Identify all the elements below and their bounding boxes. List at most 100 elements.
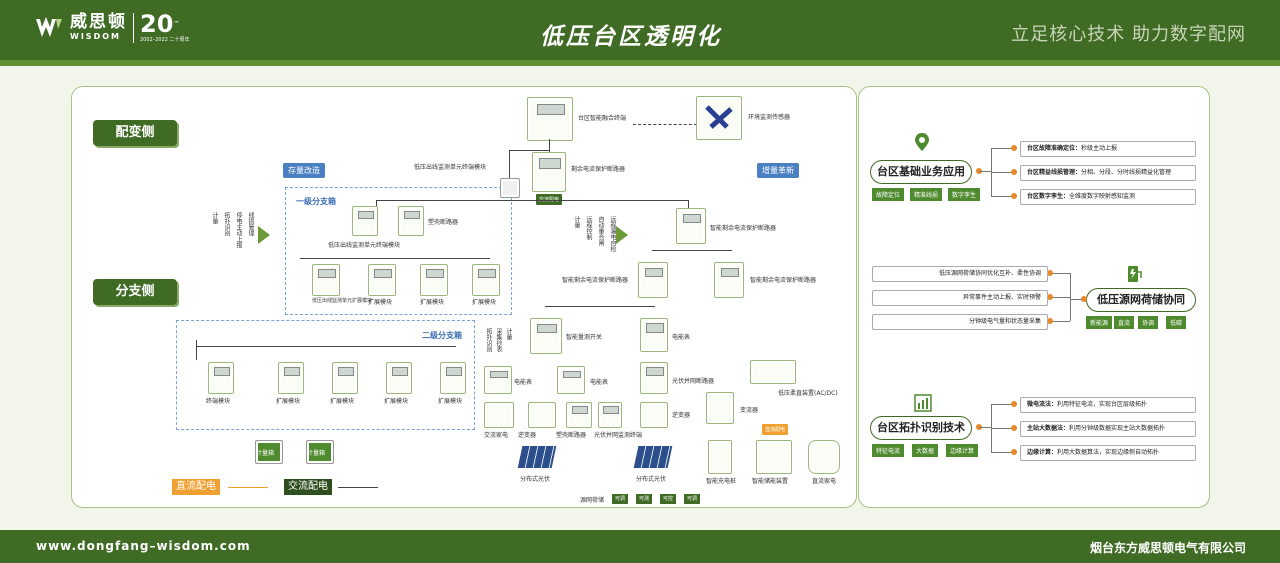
- connector-dot: [1011, 193, 1017, 199]
- sec1-chip: 数字孪生: [948, 188, 981, 201]
- header-stripe: [0, 60, 1280, 66]
- header-bar: 威思顿 WISDOM 20™ 2002–2022 二十周年 低压台区透明化 立足…: [0, 0, 1280, 66]
- page-title: 低压台区透明化: [540, 24, 722, 50]
- link-line: [1050, 297, 1070, 298]
- expand-module: [440, 362, 466, 394]
- converter-device: [706, 392, 734, 424]
- connector-dot: [1081, 296, 1087, 302]
- meterbox: [255, 440, 283, 464]
- sec3-chip: 大数据: [912, 444, 939, 457]
- connector-dot: [1011, 169, 1017, 175]
- pv-label: 分布式光伏: [520, 476, 551, 483]
- sec2-item: 异常事件主动上报、实时预警: [872, 290, 1048, 306]
- sec1-item: 台区数字孪生：全维度数字映射感知监测: [1020, 189, 1196, 205]
- terminal-module: [208, 362, 234, 394]
- outlet-expand-module: [312, 264, 340, 296]
- level1-branch-box: [285, 187, 512, 315]
- fusion-terminal: [527, 97, 573, 141]
- pv-monitor-terminal: [598, 402, 622, 428]
- terminal-module-label: 终端模块: [206, 398, 231, 405]
- expand-module: [386, 362, 412, 394]
- link-line: [991, 404, 1013, 405]
- ac-appliance: [484, 402, 514, 428]
- level1-breaker: [398, 206, 424, 236]
- func-text-3: 停电主动上报: [235, 212, 242, 248]
- tag-stock-retrofit: 存量改造: [283, 163, 325, 178]
- func-text-mid-4: 远程漏电自检: [609, 216, 616, 252]
- pv-breaker: [640, 362, 668, 394]
- smart-switch: [530, 318, 562, 354]
- logo-cn: 威思顿: [70, 12, 127, 32]
- smart-residual-breaker-left: [638, 262, 668, 298]
- link-line: [991, 452, 1013, 453]
- inverter-label: 逆变器: [518, 432, 537, 439]
- smart-charger-label: 智能充电桩: [706, 478, 737, 485]
- sec1-item-text: 全维度数字映射感知监测: [1069, 193, 1136, 200]
- sec3-item-head: 边缘计算：: [1027, 449, 1058, 456]
- inverter-label-2: 逆变器: [672, 412, 691, 419]
- sched-tag: 可调: [612, 494, 628, 504]
- smart-switch-label: 智能量测开关: [566, 334, 603, 341]
- sec2-item: 低压源网荷储协同优化互补、柔性协调: [872, 266, 1048, 282]
- sec2-chip: 协调: [1138, 316, 1159, 329]
- sec1-item-text: 分相、分段、分时线损精益化管理: [1081, 169, 1172, 176]
- expand-label: 扩展模块: [276, 398, 301, 405]
- ac-appliance-label: 交流家电: [484, 432, 509, 439]
- outlet-small-label: 低压出线监测单元扩展模块: [312, 298, 373, 304]
- storage-device: [756, 440, 792, 474]
- slogan: 立足核心技术 助力数字配网: [1011, 24, 1246, 45]
- link-line: [545, 306, 655, 307]
- expand-module: [420, 264, 448, 296]
- sec1-item-head: 台区数字孪生：: [1027, 193, 1070, 200]
- link-line: [1070, 299, 1082, 300]
- func-text-4: 线损管理: [247, 212, 254, 236]
- arrow-right-icon: [616, 226, 628, 244]
- sched-tag: 可调: [684, 494, 700, 504]
- level1-bus: [300, 258, 490, 259]
- website-link[interactable]: www.dongfang–wisdom.com: [36, 539, 251, 553]
- pv-label-2: 分布式光伏: [636, 476, 667, 483]
- expand-label: 扩展模块: [438, 398, 463, 405]
- meter-device: [640, 318, 668, 352]
- func-text-bot-2: 采集抄表: [495, 328, 502, 352]
- func-text-mid-1: 计量: [573, 216, 580, 228]
- link-line: [688, 200, 689, 208]
- env-sensor: [696, 96, 742, 140]
- meterbox-label: 计量箱: [256, 450, 275, 457]
- sec3-item: 微电流法：利用特征电流，实现台区层级拓扑: [1020, 397, 1196, 413]
- expand-label: 扩展模块: [420, 299, 445, 306]
- logo-tm: ™: [173, 20, 180, 28]
- smart-charger: [708, 440, 732, 474]
- link-line: [376, 200, 377, 210]
- sec1-title: 台区基础业务应用: [870, 160, 972, 184]
- link-line: [509, 150, 510, 178]
- sec2-chip: 低碳: [1166, 316, 1187, 329]
- dc-appliance-label: 直流家电: [812, 478, 837, 485]
- converter-label: 变流器: [740, 407, 759, 414]
- expand-label: 扩展模块: [472, 299, 497, 306]
- lv-outlet-small-dev: [500, 178, 520, 198]
- func-text-bot-1: 拓扑识别: [485, 328, 492, 352]
- plastic-breaker-label: 塑壳断路器: [428, 219, 459, 226]
- func-text-mid-3: 自动重合闸: [597, 216, 604, 246]
- sec3-chip: 特征电流: [872, 444, 905, 457]
- inverter-device-2: [640, 402, 668, 428]
- connector-dot: [1011, 449, 1017, 455]
- sec2-item: 分钟级电气量和状态量采集: [872, 314, 1048, 330]
- inverter-device: [528, 402, 556, 428]
- meter-device: [557, 366, 585, 394]
- lv-dc-device: [750, 360, 796, 384]
- link-line: [509, 150, 549, 151]
- legend-dc: 直流配电: [172, 479, 220, 495]
- pv-panel-icon: [517, 446, 557, 468]
- expand-label: 扩展模块: [330, 398, 355, 405]
- legend-dc-line: [228, 487, 268, 488]
- smart-residual-label-left: 智能剩余电流保护断路器: [562, 277, 629, 284]
- sensor-icon: [705, 105, 733, 129]
- connector-dot: [1011, 401, 1017, 407]
- legend-ac-line: [338, 487, 378, 488]
- link-line: [1050, 273, 1070, 274]
- smart-residual-label-top: 智能剩余电流保护断路器: [710, 225, 777, 232]
- sec1-item-text: 秒级主动上报: [1081, 145, 1118, 152]
- legend-ac: 交流配电: [284, 479, 332, 495]
